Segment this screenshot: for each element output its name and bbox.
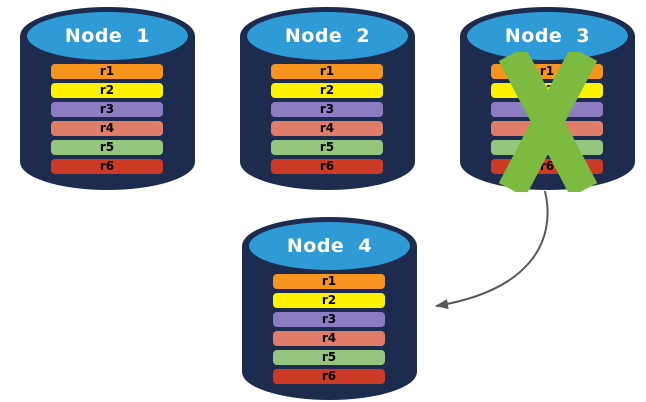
node-2-title: Node 2 bbox=[284, 25, 371, 47]
replica-row-r4: r4 bbox=[273, 331, 385, 346]
replica-row-r6: r6 bbox=[51, 159, 163, 174]
replica-row-r6: r6 bbox=[271, 159, 383, 174]
node-1-replica-rows: r1 r2 r3 r4 r5 r6 bbox=[51, 64, 163, 178]
replica-row-r3: r3 bbox=[51, 102, 163, 117]
replica-row-r1: r1 bbox=[271, 64, 383, 79]
failure-x-icon bbox=[498, 52, 598, 192]
replica-row-r6: r6 bbox=[273, 369, 385, 384]
replica-row-r2: r2 bbox=[271, 83, 383, 98]
node-2-replica-rows: r1 r2 r3 r4 r5 r6 bbox=[271, 64, 383, 178]
replica-row-r3: r3 bbox=[271, 102, 383, 117]
replica-row-r1: r1 bbox=[273, 274, 385, 289]
node-3-cylinder-top-face: Node 3 bbox=[467, 12, 628, 60]
node-1-cylinder-top-face: Node 1 bbox=[27, 12, 188, 60]
replica-row-r4: r4 bbox=[271, 121, 383, 136]
node-1-cylinder: Node 1 r1 r2 r3 r4 r5 r6 bbox=[20, 7, 195, 190]
replica-row-r5: r5 bbox=[273, 350, 385, 365]
node-4-title: Node 4 bbox=[286, 235, 373, 257]
node-3-title: Node 3 bbox=[504, 25, 591, 47]
node-3-cylinder: Node 3 r1 r2 r3 r4 r5 r6 bbox=[460, 7, 635, 192]
replica-row-r2: r2 bbox=[51, 83, 163, 98]
replica-row-r5: r5 bbox=[271, 140, 383, 155]
replica-row-r5: r5 bbox=[51, 140, 163, 155]
node-4-cylinder-top-face: Node 4 bbox=[249, 222, 410, 270]
node-4-cylinder: Node 4 r1 r2 r3 r4 r5 r6 bbox=[242, 217, 417, 400]
replica-row-r2: r2 bbox=[273, 293, 385, 308]
replica-row-r4: r4 bbox=[51, 121, 163, 136]
node-2-cylinder: Node 2 r1 r2 r3 r4 r5 r6 bbox=[240, 7, 415, 190]
replica-row-r3: r3 bbox=[273, 312, 385, 327]
node-4-replica-rows: r1 r2 r3 r4 r5 r6 bbox=[273, 274, 385, 388]
node-2-cylinder-top-face: Node 2 bbox=[247, 12, 408, 60]
node-1-title: Node 1 bbox=[64, 25, 151, 47]
replica-row-r1: r1 bbox=[51, 64, 163, 79]
